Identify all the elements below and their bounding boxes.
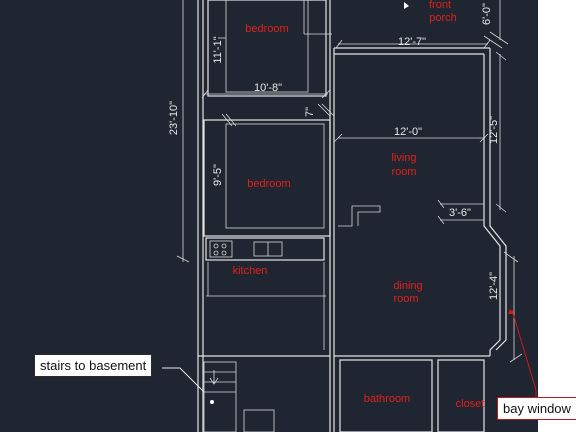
kitchen: kitchen xyxy=(205,237,326,350)
wall-gap-label: 7" xyxy=(304,107,316,117)
wall-gap-dimension: 7" xyxy=(304,103,335,117)
dining-room: dining room xyxy=(334,280,490,357)
dining-room-label-2: room xyxy=(393,293,418,305)
left-exterior-wall xyxy=(197,0,204,432)
upper-bedroom-depth-label: 11'-1" xyxy=(212,36,224,63)
stove-burner xyxy=(213,250,219,256)
living-room-label-2: room xyxy=(391,166,416,178)
basement-stairs[interactable] xyxy=(198,355,330,432)
stairs-callout: stairs to basement xyxy=(34,354,153,377)
overall-depth-label: 23'-10" xyxy=(168,101,180,135)
bay-width-label: 3'-6" xyxy=(449,207,471,219)
porch-marker-icon xyxy=(404,2,409,9)
bathroom-label: bathroom xyxy=(364,393,410,405)
dining-room-label-1: dining xyxy=(393,280,422,292)
stairs-callout-leader xyxy=(162,367,205,393)
living-top-width-label: 12'-7" xyxy=(398,36,426,48)
page-edge xyxy=(538,0,576,432)
front-porch: front porch 6'-0" xyxy=(404,0,509,49)
front-porch-label-1: front xyxy=(429,0,451,11)
kitchen-label: kitchen xyxy=(233,265,268,277)
porch-depth-label: 6'-0" xyxy=(481,3,493,25)
center-wall xyxy=(329,0,335,432)
dining-depth-label: 12'-4" xyxy=(488,272,500,300)
living-width-label: 12'-0" xyxy=(394,126,422,138)
lower-bedroom-label: bedroom xyxy=(247,178,290,190)
upper-bedroom-label: bedroom xyxy=(245,23,288,35)
closet-label: closet xyxy=(456,398,485,410)
front-porch-label-2: porch xyxy=(429,12,457,24)
bay-callout-arrow-icon xyxy=(508,309,514,314)
bay-callout-leader xyxy=(511,309,537,400)
living-depth-label: 12'-5" xyxy=(488,116,500,144)
stove-burner xyxy=(213,243,219,249)
living-room-label-1: living xyxy=(391,152,416,164)
lower-bedroom: bedroom 9'-5" xyxy=(203,113,331,237)
overall-depth-dimension: 23'-10" xyxy=(168,0,190,263)
living-room: 12'-7" 12'-0" living room 12'-5" xyxy=(333,36,507,227)
bathroom-closet: bathroom closet xyxy=(339,359,485,432)
lower-bedroom-depth-label: 9'-5" xyxy=(212,164,224,186)
bay-window: 3'-6" 12'-4" xyxy=(437,199,523,363)
bay-window-callout: bay window xyxy=(497,397,576,420)
stove-burner xyxy=(221,250,227,256)
stove-burner xyxy=(221,243,227,249)
upper-bedroom: bedroom 11'-1" 10'-8" xyxy=(201,0,332,99)
upper-bedroom-width-label: 10'-8" xyxy=(254,82,282,94)
